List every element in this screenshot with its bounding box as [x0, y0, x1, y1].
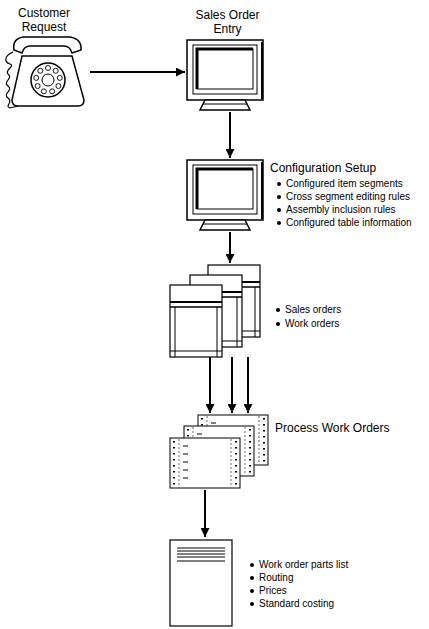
continuous-form — [198, 415, 268, 465]
monitor — [187, 160, 263, 230]
document-stack — [170, 265, 260, 357]
bullet-item: Work order parts list — [250, 559, 420, 571]
form-node: Process Work Orders — [168, 413, 429, 490]
document-sheet — [190, 275, 242, 347]
phone-node: Customer Request — [5, 4, 90, 112]
flow-arrow — [209, 357, 211, 413]
flow-arrow — [90, 71, 185, 73]
screen-node: Sales Order Entry — [185, 6, 270, 112]
document-node: Sales ordersWork orders — [168, 263, 368, 357]
document-sheet — [208, 265, 260, 337]
form-stack — [170, 415, 268, 488]
bullet-item: Prices — [250, 585, 420, 597]
node-heading: Process Work Orders — [275, 421, 427, 435]
bullet-item: Configured item segments — [277, 178, 429, 190]
bullet-item: Sales orders — [276, 304, 368, 316]
screen-node: Configuration SetupConfigured item segme… — [185, 158, 429, 232]
bullet-item: Cross segment editing rules — [277, 191, 429, 203]
flow-arrow — [231, 357, 233, 413]
document-sheet — [170, 285, 222, 357]
continuous-form — [184, 426, 254, 476]
flow-arrow — [247, 357, 249, 413]
bullet-item: Configured table information — [277, 217, 429, 229]
bullet-item: Routing — [250, 572, 420, 584]
node-heading: Configuration Setup — [270, 161, 425, 175]
flow-arrow — [229, 232, 231, 263]
continuous-form — [170, 438, 240, 488]
telephone — [6, 37, 84, 108]
report-node: Work order parts listRoutingPricesStanda… — [168, 537, 429, 627]
node-heading: Customer Request — [5, 6, 83, 35]
node-heading: Sales Order Entry — [185, 8, 270, 37]
monitor — [187, 40, 263, 110]
bullet-item: Standard costing — [250, 598, 420, 610]
bullet-item: Work orders — [276, 318, 368, 330]
flow-arrow — [204, 490, 206, 537]
bullet-item: Assembly inclusion rules — [277, 204, 429, 216]
report-page — [170, 540, 232, 626]
flow-arrow — [229, 112, 231, 158]
